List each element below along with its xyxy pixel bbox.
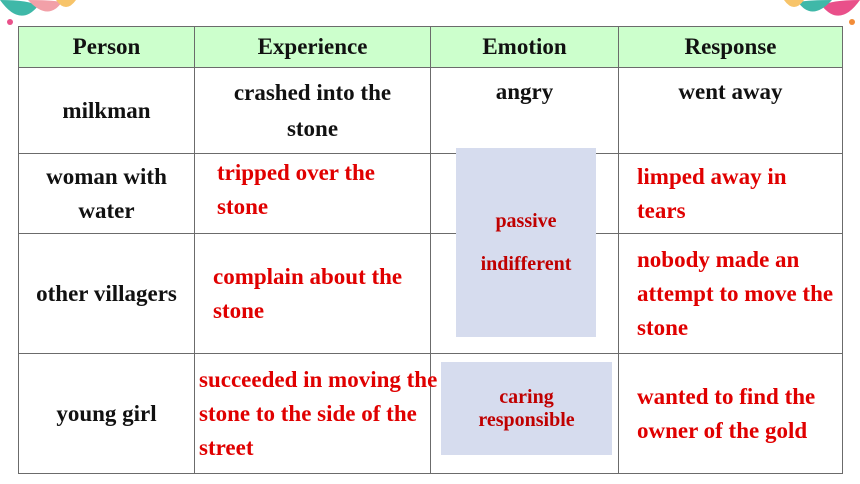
emotion-cell: angry — [430, 67, 619, 154]
table-row: woman with water tripped over the stone … — [18, 153, 843, 234]
overlay-responsible-label: responsible — [478, 408, 575, 431]
response-cell: limped away in tears — [618, 153, 843, 234]
table-row: other villagers complain about the stone… — [18, 233, 843, 354]
header-emotion: Emotion — [430, 26, 619, 68]
person-cell: young girl — [18, 353, 195, 474]
response-cell: went away — [618, 67, 843, 154]
person-cell: other villagers — [18, 233, 195, 354]
overlay-passive-label: passive — [495, 209, 557, 232]
response-cell: nobody made an attempt to move the stone — [618, 233, 843, 354]
overlay-caring-label: caring — [499, 385, 554, 408]
story-analysis-table: Person Experience Emotion Response milkm… — [18, 26, 843, 474]
experience-cell: tripped over the stone — [194, 153, 431, 234]
emotion-overlay-passive: passive indifferent — [456, 148, 596, 337]
header-response: Response — [618, 26, 843, 68]
header-experience: Experience — [194, 26, 431, 68]
header-row: Person Experience Emotion Response — [18, 26, 843, 68]
emotion-overlay-caring: caring responsible — [441, 362, 612, 455]
table-row: young girl succeeded in moving the stone… — [18, 353, 843, 474]
experience-text: succeeded in moving the stone to the sid… — [199, 366, 438, 460]
experience-cell: complain about the stone — [194, 233, 431, 354]
table-row: milkman crashed into the stone angry wen… — [18, 67, 843, 154]
response-cell: wanted to find the owner of the gold — [618, 353, 843, 474]
person-cell: milkman — [18, 67, 195, 154]
overlay-indifferent-label: indifferent — [480, 252, 572, 275]
experience-cell: succeeded in moving the stone to the sid… — [194, 353, 437, 474]
experience-cell: crashed into the stone — [194, 67, 431, 154]
header-person: Person — [18, 26, 195, 68]
leaf-decoration-left-icon — [0, 0, 76, 25]
leaf-decoration-right-icon — [784, 0, 860, 25]
person-cell: woman with water — [18, 153, 195, 234]
